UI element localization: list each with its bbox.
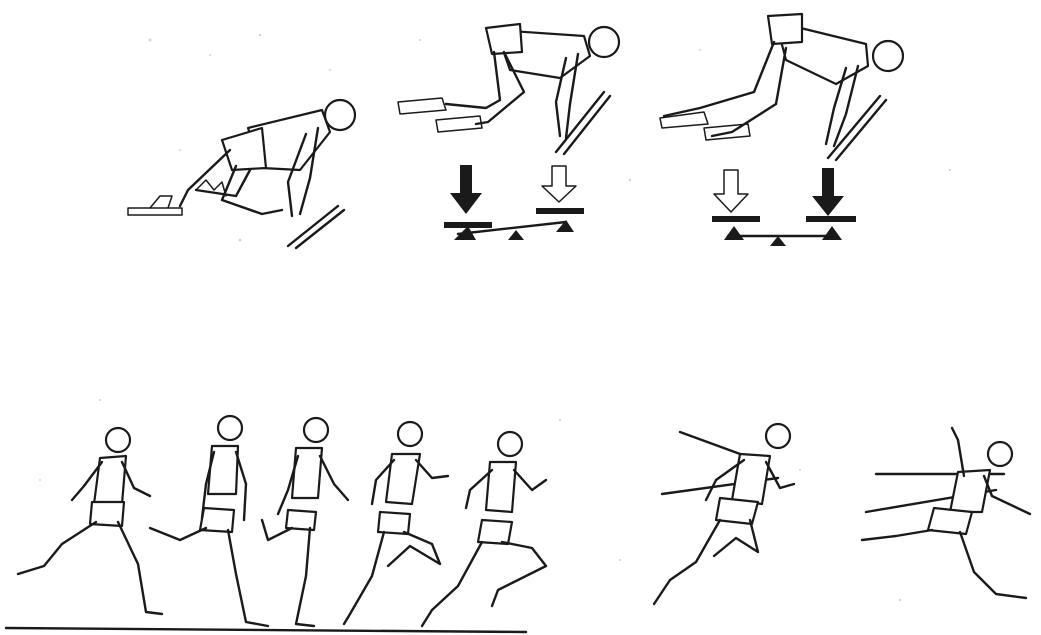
start-frame-drive <box>660 14 903 246</box>
scan-noise <box>39 34 951 601</box>
balance-indicator-right-heavy <box>712 168 856 246</box>
balance-indicator-left-heavy <box>444 165 584 240</box>
athlete-head <box>325 100 355 130</box>
start-frame-set <box>398 24 619 240</box>
finish-frame-2 <box>862 428 1030 598</box>
stride-frame-2 <box>150 416 268 626</box>
ground-line <box>6 628 526 632</box>
start-frame-crouch <box>128 100 355 248</box>
finish-frame-1 <box>654 424 794 604</box>
stride-frame-4 <box>344 422 448 624</box>
stride-frame-1 <box>18 428 162 614</box>
athlete-head <box>589 27 619 57</box>
stride-frame-5 <box>422 432 546 626</box>
finish-sequence <box>654 424 1030 604</box>
athlete-head <box>873 41 903 71</box>
stride-frame-3 <box>262 418 348 626</box>
running-stride-sequence <box>6 416 546 632</box>
